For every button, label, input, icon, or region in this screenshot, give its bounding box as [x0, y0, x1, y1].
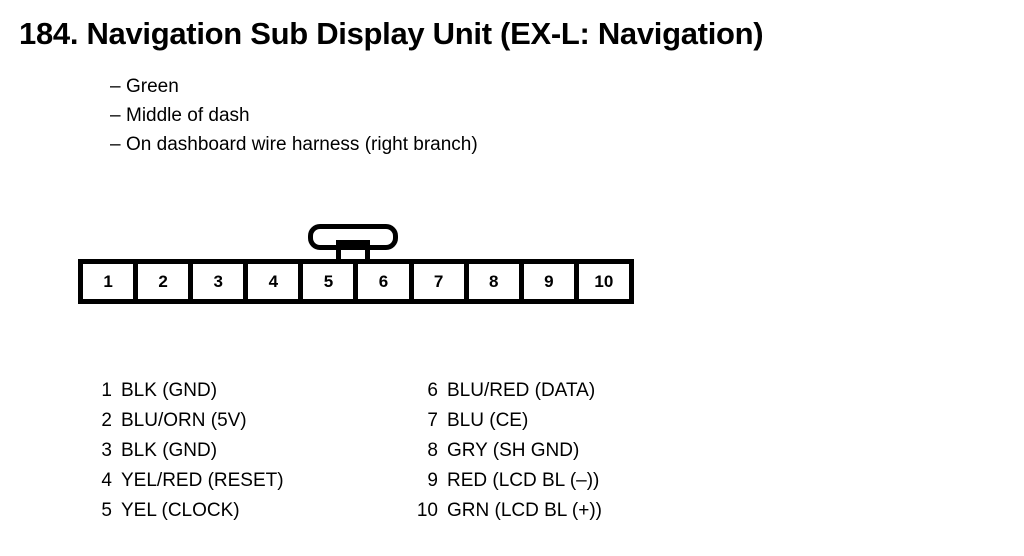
- pin-legend-row: 10 GRN (LCD BL (+)): [410, 496, 602, 526]
- page-title: 184. Navigation Sub Display Unit (EX-L: …: [19, 16, 764, 51]
- connector-pin-5[interactable]: 5: [303, 264, 354, 299]
- connector-pin-4[interactable]: 4: [248, 264, 299, 299]
- pin-legend-label: GRY (SH GND): [447, 440, 580, 461]
- connector-pin-7[interactable]: 7: [413, 264, 464, 299]
- pin-legend-number: 6: [427, 380, 438, 401]
- note-item-label: Middle of dash: [126, 105, 250, 126]
- lock-tab-leg-right: [365, 245, 370, 262]
- connector-pin-2[interactable]: 2: [138, 264, 189, 299]
- pin-legend-label: BLK (GND): [121, 380, 218, 401]
- pin-legend-label: BLU/RED (DATA): [447, 380, 596, 401]
- connector-pin-3[interactable]: 3: [193, 264, 244, 299]
- connector-pin-9[interactable]: 9: [523, 264, 574, 299]
- pin-legend-label: RED (LCD BL (–)): [447, 470, 600, 491]
- pin-legend-number: 4: [101, 470, 112, 491]
- pin-legend-number: 5: [101, 500, 112, 521]
- pin-legend-label: BLK (GND): [121, 440, 218, 461]
- pin-legend-row: 2 BLU/ORN (5V): [84, 406, 284, 436]
- pin-legend-row: 3 BLK (GND): [84, 436, 284, 466]
- connector-pin-10[interactable]: 10: [578, 264, 629, 299]
- pin-legend-number: 10: [416, 500, 438, 521]
- pin-legend-row: 5 YEL (CLOCK): [84, 496, 284, 526]
- connector-pin-8[interactable]: 8: [468, 264, 519, 299]
- pin-legend-number: 9: [427, 470, 438, 491]
- note-item: –Green: [110, 72, 478, 101]
- pin-legend-label: GRN (LCD BL (+)): [447, 500, 603, 521]
- note-dash-marker: –: [110, 134, 121, 155]
- pin-legend-number: 1: [101, 380, 112, 401]
- pin-legend-left-column: 1 BLK (GND) 2 BLU/ORN (5V) 3 BLK (GND) 4…: [84, 376, 284, 526]
- pin-legend-label: BLU (CE): [447, 410, 529, 431]
- pin-legend-row: 7 BLU (CE): [410, 406, 602, 436]
- pin-legend-number: 8: [427, 440, 438, 461]
- connector-pin-6[interactable]: 6: [358, 264, 409, 299]
- pin-legend-label: YEL/RED (RESET): [121, 470, 284, 491]
- connector-pin-1[interactable]: 1: [83, 264, 134, 299]
- note-dash-marker: –: [110, 76, 121, 97]
- connector-diagram: 1 2 3 4 5 6 7 8 9 10: [78, 224, 634, 306]
- pin-legend-row: 6 BLU/RED (DATA): [410, 376, 602, 406]
- pin-legend-row: 1 BLK (GND): [84, 376, 284, 406]
- note-item: –Middle of dash: [110, 101, 478, 130]
- connector-notes-list: –Green –Middle of dash –On dashboard wir…: [110, 72, 478, 159]
- pin-legend-label: BLU/ORN (5V): [121, 410, 247, 431]
- pin-legend-label: YEL (CLOCK): [121, 500, 240, 521]
- pin-legend-number: 3: [101, 440, 112, 461]
- note-item-label: Green: [126, 76, 179, 97]
- note-dash-marker: –: [110, 105, 121, 126]
- lock-tab-neck-fill: [336, 240, 370, 250]
- pin-legend-row: 4 YEL/RED (RESET): [84, 466, 284, 496]
- pin-legend-row: 9 RED (LCD BL (–)): [410, 466, 602, 496]
- pin-legend-number: 2: [101, 410, 112, 431]
- pin-legend-right-column: 6 BLU/RED (DATA) 7 BLU (CE) 8 GRY (SH GN…: [410, 376, 602, 526]
- note-item-label: On dashboard wire harness (right branch): [126, 134, 478, 155]
- lock-tab-leg-left: [336, 245, 341, 262]
- connector-lock-tab-icon: [308, 224, 398, 262]
- connector-pin-row: 1 2 3 4 5 6 7 8 9 10: [78, 259, 634, 304]
- pin-legend-number: 7: [427, 410, 438, 431]
- pin-legend-row: 8 GRY (SH GND): [410, 436, 602, 466]
- note-item: –On dashboard wire harness (right branch…: [110, 130, 478, 159]
